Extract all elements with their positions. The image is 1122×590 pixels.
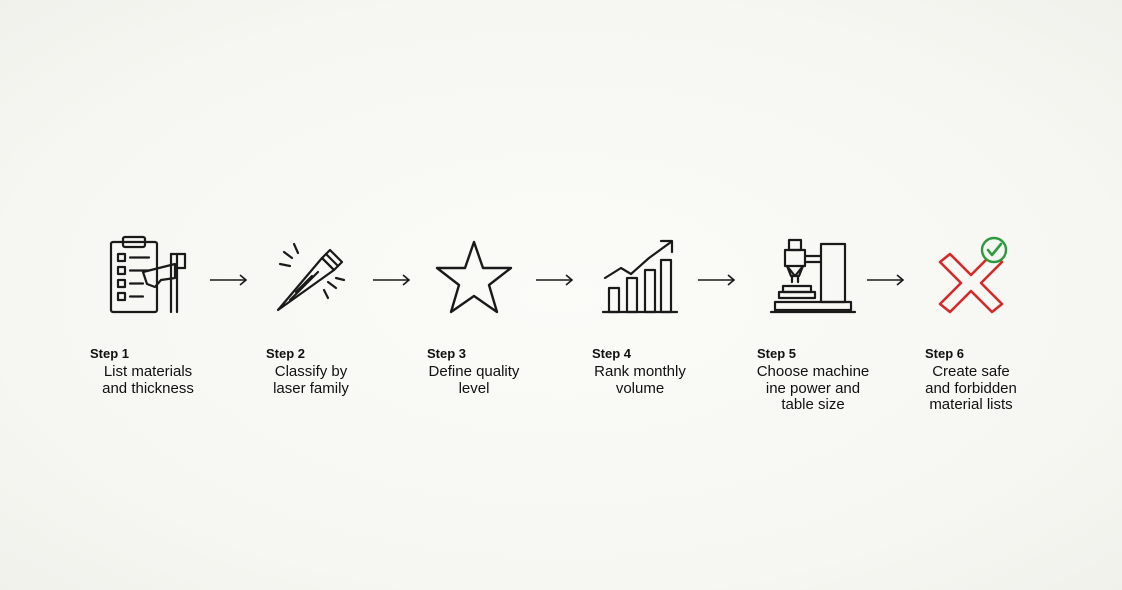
arrow-right-icon: [210, 274, 248, 286]
laser-beam-icon: [261, 232, 361, 322]
step-label: Step 1: [90, 346, 130, 361]
step-description-line: and forbidden: [925, 379, 1017, 397]
step-description: Rank monthly volume: [555, 363, 725, 397]
step-5: Step 5 Choose machine ine power and tabl…: [728, 232, 898, 414]
cross-check-icon: [921, 232, 1021, 322]
step-label: Step 3: [427, 346, 467, 361]
step-description-line: List materials: [103, 363, 193, 380]
step-6: Step 6 Create safe and forbidden materia…: [886, 232, 1056, 414]
step-label: Step 5: [757, 346, 797, 361]
step-description: Define quality level: [389, 363, 559, 397]
step-description: Create safe and forbidden material lists: [886, 363, 1056, 414]
step-description: List materials and thickness: [63, 363, 233, 397]
step-description-line: level: [458, 379, 490, 397]
step-description-line: material lists: [929, 396, 1013, 413]
step-description-line: volume: [615, 379, 665, 397]
step-description-line: Rank monthly: [594, 363, 686, 380]
step-description: Classify by laser family: [226, 363, 396, 397]
step-description-line: Choose machine: [756, 363, 870, 380]
step-description-line: Define quality: [428, 363, 520, 380]
step-label: Step 6: [925, 346, 965, 361]
step-description-line: Create safe: [932, 363, 1010, 380]
step-2: Step 2 Classify by laser family: [226, 232, 396, 397]
arrow-right-icon: [698, 274, 736, 286]
bar-chart-trend-icon: [590, 232, 690, 322]
step-description-line: and thickness: [102, 379, 194, 397]
arrow-right-icon: [867, 274, 905, 286]
step-description-line: Classify by: [274, 363, 348, 380]
step-3: Step 3 Define quality level: [389, 232, 559, 397]
step-description: Choose machine ine power and table size: [728, 363, 898, 414]
clipboard-caliper-icon: [98, 232, 198, 322]
star-icon: [424, 232, 524, 322]
arrow-right-icon: [373, 274, 411, 286]
step-label: Step 2: [266, 346, 306, 361]
laser-machine-icon: [763, 232, 863, 322]
step-description-line: laser family: [273, 379, 349, 397]
step-description-line: table size: [781, 396, 845, 413]
step-4: Step 4 Rank monthly volume: [555, 232, 725, 397]
step-label: Step 4: [592, 346, 632, 361]
arrow-right-icon: [536, 274, 574, 286]
step-description-line: ine power and: [765, 379, 861, 397]
step-1: Step 1 List materials and thickness: [63, 232, 233, 397]
